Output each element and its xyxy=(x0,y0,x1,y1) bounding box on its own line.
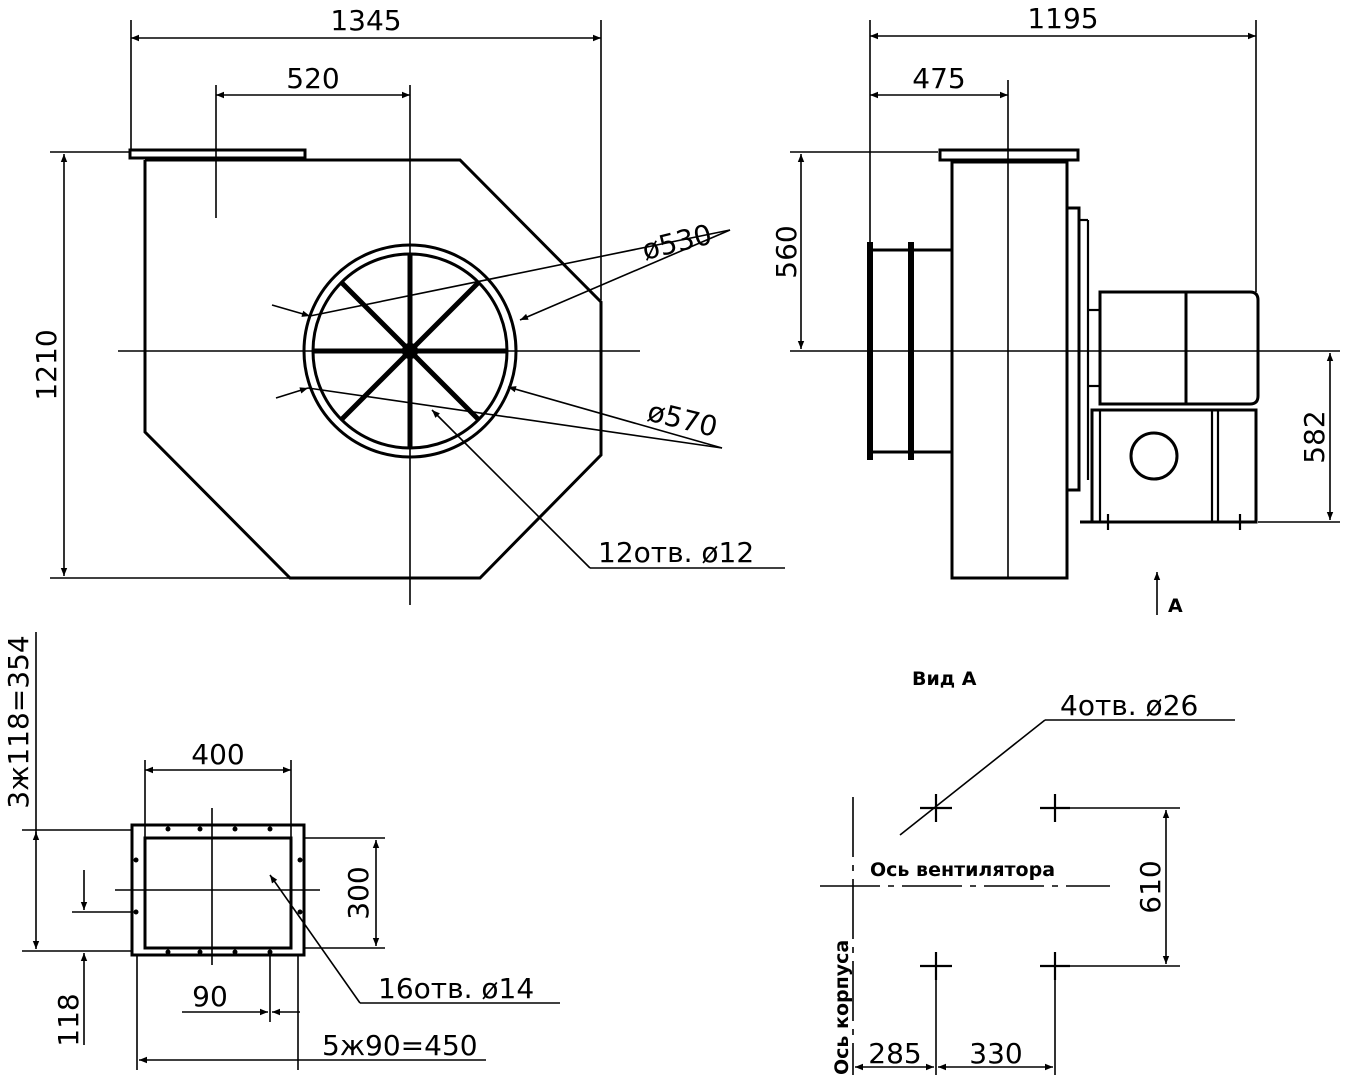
label-16-holes: 16отв. ø14 xyxy=(378,972,534,1005)
outlet-flange xyxy=(128,148,307,160)
inlet-ring-outer xyxy=(302,243,518,459)
dim-300: 300 xyxy=(342,866,375,919)
dim-90: 90 xyxy=(192,980,228,1013)
bolt-hole xyxy=(197,949,203,955)
bolt-hole xyxy=(297,909,303,915)
dim-520: 520 xyxy=(286,62,339,95)
view-a-title: Вид А xyxy=(912,668,977,690)
bolt-hole xyxy=(165,826,171,832)
bolt-hole xyxy=(165,949,171,955)
housing-outline xyxy=(143,158,603,580)
dim-1345: 1345 xyxy=(330,4,401,37)
dim-1195: 1195 xyxy=(1027,2,1098,35)
dim-285: 285 xyxy=(868,1037,921,1070)
side-view: 1195 475 560 582 А xyxy=(770,2,1340,617)
bolt-hole xyxy=(267,949,273,955)
flange-inner xyxy=(143,836,293,950)
mount-hole-1 xyxy=(920,794,952,822)
outlet-flange-detail: 400 300 3ж118=354 118 90 5ж90=450 16отв.… xyxy=(2,632,560,1070)
spoke xyxy=(339,280,412,353)
dim-610: 610 xyxy=(1134,860,1167,913)
dim-400: 400 xyxy=(191,738,244,771)
dim-330: 330 xyxy=(969,1037,1022,1070)
dim-3x118: 3ж118=354 xyxy=(2,635,35,808)
bolt-hole xyxy=(133,857,139,863)
spoke xyxy=(408,280,481,353)
motor xyxy=(1098,290,1260,406)
dim-1210: 1210 xyxy=(30,329,63,400)
body-axis-label: Ось корпуса xyxy=(831,940,853,1075)
label-d530: ø530 xyxy=(639,218,715,267)
side-outlet-flange xyxy=(938,148,1080,162)
bolt-hole xyxy=(297,857,303,863)
dim-560: 560 xyxy=(770,225,803,278)
dim-582: 582 xyxy=(1298,410,1331,463)
label-12-holes: 12отв. ø12 xyxy=(598,536,754,569)
base-opening xyxy=(1129,431,1179,481)
fan-axis-label: Ось вентилятора xyxy=(870,859,1055,881)
dim-5x90: 5ж90=450 xyxy=(322,1029,478,1062)
label-4-holes: 4отв. ø26 xyxy=(1060,689,1198,722)
housing-body xyxy=(950,160,1069,580)
impeller-spokes xyxy=(313,254,507,448)
bolt-hole xyxy=(197,826,203,832)
view-arrow-label: А xyxy=(1168,595,1183,617)
spoke xyxy=(408,349,481,422)
bolt-hole xyxy=(133,909,139,915)
view-a: Вид А 4отв. ø26 Ось вентилятора Ось корп… xyxy=(820,668,1235,1075)
dim-475: 475 xyxy=(912,62,965,95)
bolt-hole xyxy=(267,826,273,832)
bolt-hole xyxy=(232,949,238,955)
spoke xyxy=(339,349,412,422)
dim-118: 118 xyxy=(52,993,85,1046)
bolt-hole xyxy=(232,826,238,832)
back-plate xyxy=(1065,206,1081,492)
front-view: 1345 520 1210 ø530 ø570 12отв. ø12 xyxy=(30,4,785,605)
flange-holes xyxy=(133,826,303,955)
